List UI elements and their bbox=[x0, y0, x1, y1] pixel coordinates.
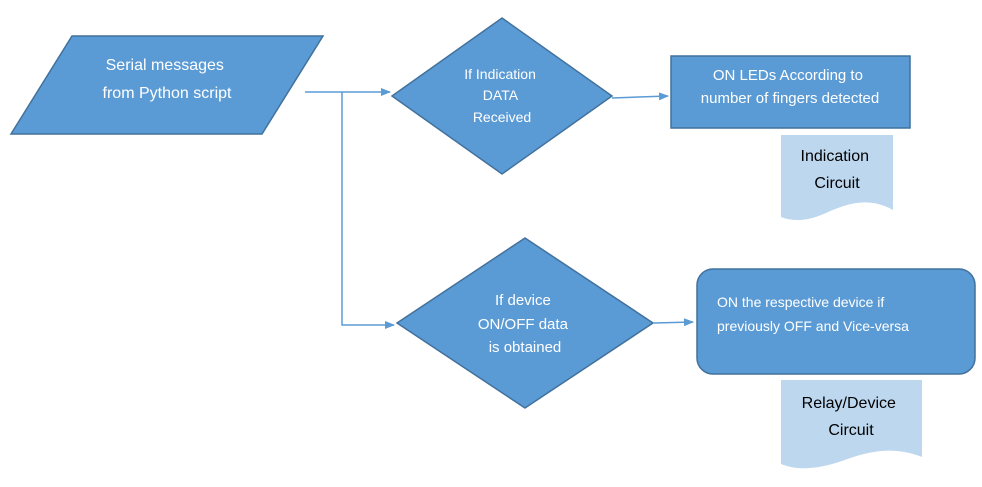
device-decision-line-1: If device bbox=[495, 292, 551, 309]
indication-decision-diamond: If Indication DATA Received bbox=[390, 17, 614, 175]
indication-doc-line-1: Indication bbox=[801, 148, 870, 165]
leds-process-box: ON LEDs According to number of fingers d… bbox=[670, 55, 911, 129]
device-decision-line-3: is obtained bbox=[489, 339, 562, 356]
indication-decision-line-3: Received bbox=[473, 109, 531, 125]
arrow-to-leds-process bbox=[611, 92, 669, 101]
arrow-to-device-process bbox=[653, 318, 694, 327]
relay-circuit-document: Relay/Device Circuit bbox=[781, 380, 922, 469]
svg-text:ON LEDs According to num: ON LEDs According to number of fingers d… bbox=[701, 67, 879, 107]
relay-doc-line-1: Relay/Device bbox=[802, 395, 896, 412]
device-decision-diamond: If device ON/OFF data is obtained bbox=[395, 237, 655, 409]
leds-process-line-1: ON LEDs According to bbox=[713, 67, 863, 84]
indication-doc-line-2: Circuit bbox=[814, 175, 860, 192]
relay-doc-line-2: Circuit bbox=[828, 422, 874, 439]
input-parallelogram: Serial messages from Python script bbox=[9, 35, 325, 135]
svg-text:If Indication DATA: If Indication DATA Received bbox=[464, 66, 540, 125]
leds-process-line-2: number of fingers detected bbox=[701, 90, 879, 107]
svg-text:If device ON/OFF data: If device ON/OFF data is obtained bbox=[478, 292, 572, 356]
svg-text:Indication Circuit: Indication Circuit bbox=[801, 148, 874, 192]
device-decision-line-2: ON/OFF data bbox=[478, 316, 569, 333]
indication-decision-line-2: DATA bbox=[483, 87, 519, 103]
device-process-line-2: previously OFF and Vice-versa bbox=[717, 318, 909, 334]
svg-text:ON the respective device if: ON the respective device if previously O… bbox=[717, 294, 909, 334]
input-line-1: Serial messages bbox=[106, 57, 224, 74]
indication-decision-line-1: If Indication bbox=[464, 66, 536, 82]
device-process-box: ON the respective device if previously O… bbox=[696, 268, 976, 375]
connectors bbox=[305, 88, 694, 329]
device-process-line-1: ON the respective device if bbox=[717, 294, 884, 310]
svg-text:Serial messages from Pyt: Serial messages from Python script bbox=[103, 57, 232, 102]
arrow-to-device-decision bbox=[341, 92, 395, 329]
svg-text:Relay/Device Circuit: Relay/Device Circuit bbox=[802, 395, 901, 439]
input-line-2: from Python script bbox=[103, 85, 232, 102]
indication-circuit-document: Indication Circuit bbox=[781, 135, 893, 221]
